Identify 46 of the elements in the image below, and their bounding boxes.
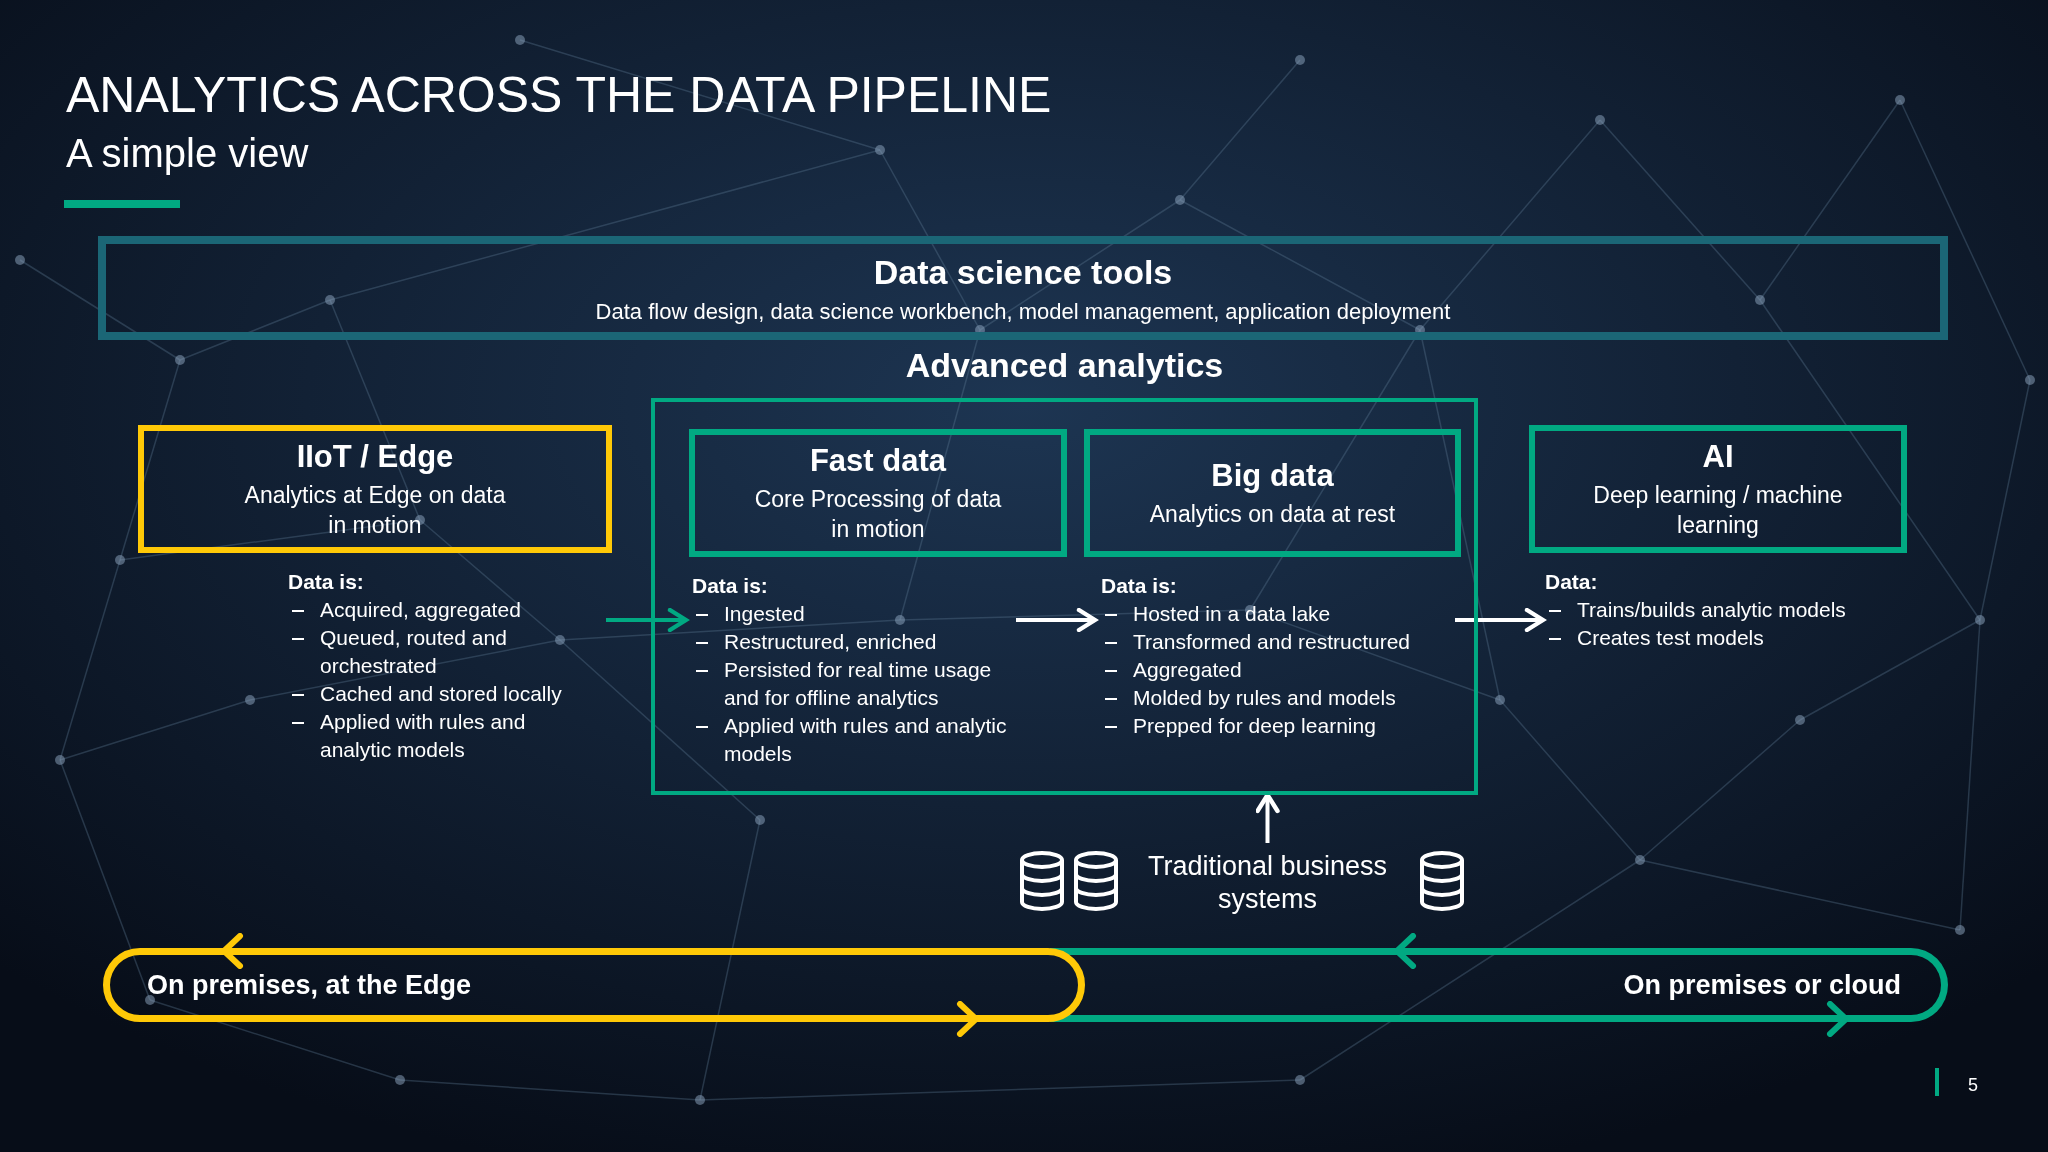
list-item: Transformed and restructured — [1133, 629, 1410, 655]
list-item: Applied with rules and analytic models — [320, 709, 527, 763]
band-label: On premises, at the Edge — [146, 968, 472, 1002]
band-label: On premises or cloud — [1622, 968, 1902, 1002]
subtitle: A simple view — [66, 130, 309, 177]
tools-box — [98, 236, 1948, 340]
stage-box — [1084, 429, 1461, 557]
list-item: Aggregated — [1133, 657, 1242, 683]
list-heading: Data is: — [692, 573, 769, 599]
list-heading: Data: — [1545, 569, 1599, 595]
box-heading: IIoT / Edge — [296, 437, 454, 476]
box-heading: Data science tools — [873, 252, 1173, 293]
list-item: Creates test models — [1577, 625, 1764, 651]
box-heading: AI — [1702, 437, 1734, 476]
list-item: Cached and stored locally — [320, 681, 562, 707]
page-title: ANALYTICS ACROSS THE DATA PIPELINE — [66, 66, 1052, 125]
location-band — [103, 948, 1085, 1022]
arrow — [1255, 792, 1280, 843]
arrow — [1455, 607, 1546, 633]
page-number: 5 — [1968, 1074, 1978, 1097]
box-description: Core Processing of data in motion — [753, 485, 1003, 545]
list-heading: Data is: — [1101, 573, 1178, 599]
list-item: Applied with rules and analytic models — [724, 713, 1008, 767]
list-item: Persisted for real time usage and for offline analytics — [724, 657, 993, 711]
stage-box — [1529, 425, 1907, 553]
box-description: Data flow design, data science workbench, model management, application deployment — [595, 297, 1451, 325]
stage-box — [689, 429, 1067, 557]
arrow — [606, 607, 689, 633]
list-item: Hosted in a data lake — [1133, 601, 1331, 627]
box-heading: Big data — [1211, 456, 1334, 495]
list-item: Ingested — [724, 601, 805, 627]
list-item: Restructured, enriched — [724, 629, 937, 655]
box-description: Deep learning / machine learning — [1592, 481, 1844, 541]
list-item: Molded by rules and models — [1133, 685, 1396, 711]
box-description: Analytics on data at rest — [1149, 500, 1396, 530]
group-heading: Advanced analytics — [904, 345, 1225, 386]
arrow — [1016, 607, 1098, 633]
list-item: Queued, routed and orchestrated — [320, 625, 508, 679]
stage-box — [138, 425, 612, 553]
box-heading: Fast data — [809, 441, 947, 480]
list-heading: Data is: — [288, 569, 365, 595]
list-item: Acquired, aggregated — [320, 597, 521, 623]
box-description: Analytics at Edge on data in motion — [243, 481, 507, 541]
list-item: Prepped for deep learning — [1133, 713, 1376, 739]
list-item: Trains/builds analytic models — [1577, 597, 1846, 623]
system-label: Traditional business systems — [1146, 849, 1389, 916]
